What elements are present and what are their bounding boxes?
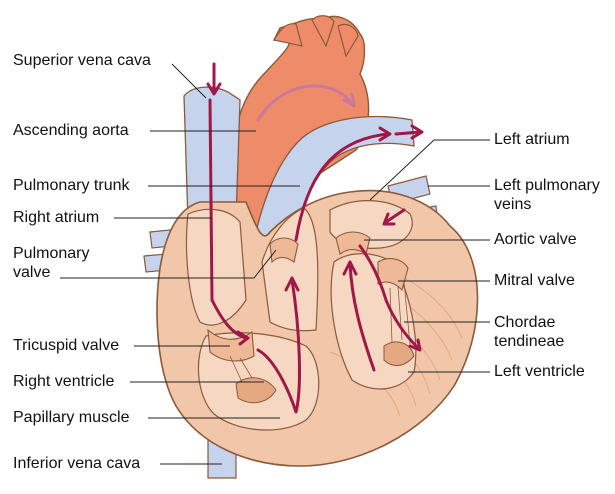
flow-arrow-aorta bbox=[256, 84, 354, 122]
mitral-valve-leaflets bbox=[377, 258, 409, 292]
flow-arrow-mitral bbox=[358, 244, 420, 350]
label-inferior-vena-cava: Inferior vena cava bbox=[13, 455, 141, 472]
flow-arrow-left-ventricle bbox=[348, 262, 376, 372]
right-atrium-chamber bbox=[185, 208, 247, 326]
flow-arrow-right-atrium bbox=[208, 98, 214, 302]
aortic-branches bbox=[273, 15, 359, 58]
label-left-pulmonary-veins: Left pulmonary veins bbox=[494, 177, 600, 213]
pulmonary-outflow-chamber bbox=[261, 207, 319, 332]
label-mitral-valve: Mitral valve bbox=[494, 272, 575, 289]
label-left-ventricle: Left ventricle bbox=[494, 363, 585, 380]
label-superior-vena-cava: Superior vena cava bbox=[13, 52, 151, 69]
label-ascending-aorta: Ascending aorta bbox=[13, 122, 129, 139]
chordae-tendineae-strands bbox=[229, 281, 411, 383]
label-leader-lines bbox=[60, 63, 490, 465]
label-papillary-muscle: Papillary muscle bbox=[13, 409, 130, 426]
leader-left-atrium bbox=[369, 139, 490, 201]
papillary-muscle-right bbox=[235, 377, 277, 404]
flow-arrow-tricuspid bbox=[210, 298, 248, 340]
flow-arrow-right-ventricle bbox=[256, 278, 301, 414]
flow-arrow-pulmonary-vein bbox=[384, 208, 406, 224]
label-chordae-tendineae: Chordae tendineae bbox=[494, 314, 565, 350]
flow-arrow-pulmonary-artery bbox=[394, 130, 422, 136]
label-pulmonary-valve: Pulmonary valve bbox=[13, 245, 90, 281]
leader-superior-vena-cava bbox=[171, 63, 207, 99]
label-right-atrium: Right atrium bbox=[13, 209, 100, 226]
label-tricuspid-valve: Tricuspid valve bbox=[13, 337, 120, 354]
label-left-atrium: Left atrium bbox=[494, 131, 570, 148]
flow-arrow-pulmonary-trunk bbox=[294, 132, 390, 242]
label-pulmonary-trunk: Pulmonary trunk bbox=[13, 177, 130, 194]
label-aortic-valve: Aortic valve bbox=[494, 231, 577, 248]
blood-flow-arrows bbox=[206, 62, 424, 414]
papillary-muscle-left bbox=[383, 341, 415, 366]
aortic-arch-vessel bbox=[231, 15, 370, 233]
leader-pulmonary-valve bbox=[60, 249, 277, 279]
label-right-ventricle: Right ventricle bbox=[13, 373, 115, 390]
pulmonary-valve-leaflets bbox=[269, 237, 299, 264]
